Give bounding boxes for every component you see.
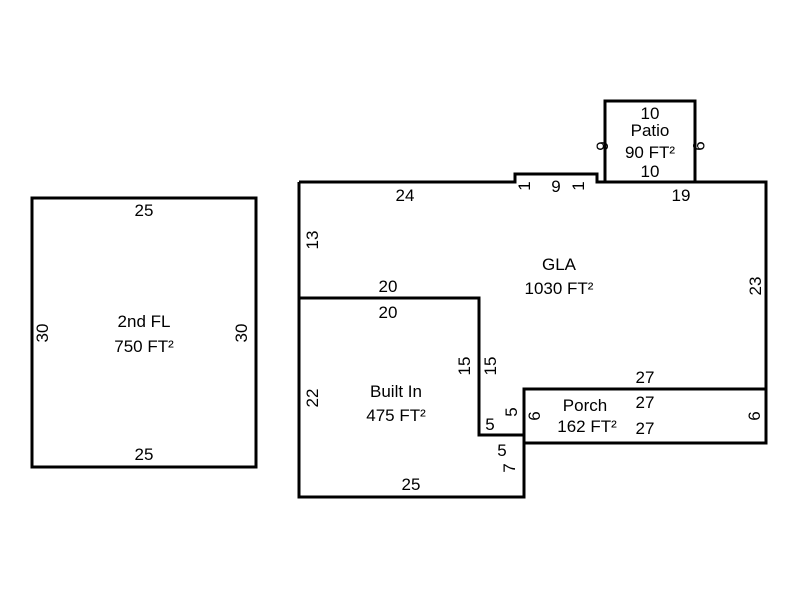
second-floor-area[interactable]: 25 25 30 30 2nd FL 750 FT² bbox=[30, 196, 258, 469]
dim-label: 15 bbox=[455, 357, 474, 376]
area-name: 2nd FL bbox=[118, 312, 171, 331]
area-size: 162 FT² bbox=[557, 417, 617, 436]
area-name: Patio bbox=[631, 121, 670, 140]
porch-area[interactable]: 27 27 6 6 Porch 162 FT² bbox=[522, 387, 768, 445]
area-name: Porch bbox=[563, 396, 607, 415]
dim-label: 5 bbox=[497, 441, 506, 460]
dim-label: 1 bbox=[569, 181, 588, 190]
dim-label: 15 bbox=[481, 357, 500, 376]
dim-label: 23 bbox=[746, 277, 765, 296]
dim-label: 24 bbox=[396, 186, 415, 205]
dim-label: 5 bbox=[485, 415, 494, 434]
dim-label: 6 bbox=[745, 411, 764, 420]
area-name: Built In bbox=[370, 382, 422, 401]
dim-label: 27 bbox=[636, 393, 655, 412]
area-size: 90 FT² bbox=[625, 143, 675, 162]
dim-label: 27 bbox=[636, 419, 655, 438]
dim-label: 19 bbox=[672, 186, 691, 205]
dim-label: 7 bbox=[500, 463, 519, 472]
dim-label: 1 bbox=[515, 181, 534, 190]
dim-label: 25 bbox=[135, 445, 154, 464]
dim-label: 10 bbox=[641, 104, 660, 123]
dim-label: 5 bbox=[502, 407, 521, 416]
dim-label: 9 bbox=[593, 141, 612, 150]
dim-label: 27 bbox=[636, 368, 655, 387]
patio-outline bbox=[603, 99, 697, 184]
gla-outline bbox=[299, 172, 768, 389]
area-name: GLA bbox=[542, 255, 577, 274]
gla-area[interactable]: 24 1 9 1 19 13 23 20 15 5 27 GLA 1030 FT… bbox=[297, 172, 768, 417]
dim-label: 30 bbox=[33, 324, 52, 343]
built-in-area[interactable]: 20 22 15 5 5 7 25 Built In 475 FT² bbox=[297, 296, 526, 499]
dim-label: 9 bbox=[551, 177, 560, 196]
dim-label: 9 bbox=[689, 141, 708, 150]
dim-label: 20 bbox=[379, 303, 398, 322]
area-size: 475 FT² bbox=[366, 406, 426, 425]
dim-label: 25 bbox=[135, 201, 154, 220]
dim-label: 30 bbox=[232, 324, 251, 343]
patio-area[interactable]: 10 10 9 9 Patio 90 FT² bbox=[593, 99, 708, 184]
area-size: 1030 FT² bbox=[525, 279, 594, 298]
dim-label: 10 bbox=[641, 162, 660, 181]
dim-label: 20 bbox=[379, 277, 398, 296]
second-floor-outline bbox=[30, 196, 258, 469]
dim-label: 6 bbox=[525, 411, 544, 420]
area-size: 750 FT² bbox=[114, 337, 174, 356]
porch-outline bbox=[522, 387, 768, 445]
dim-label: 13 bbox=[303, 231, 322, 250]
dim-label: 25 bbox=[402, 475, 421, 494]
dim-label: 22 bbox=[303, 389, 322, 408]
